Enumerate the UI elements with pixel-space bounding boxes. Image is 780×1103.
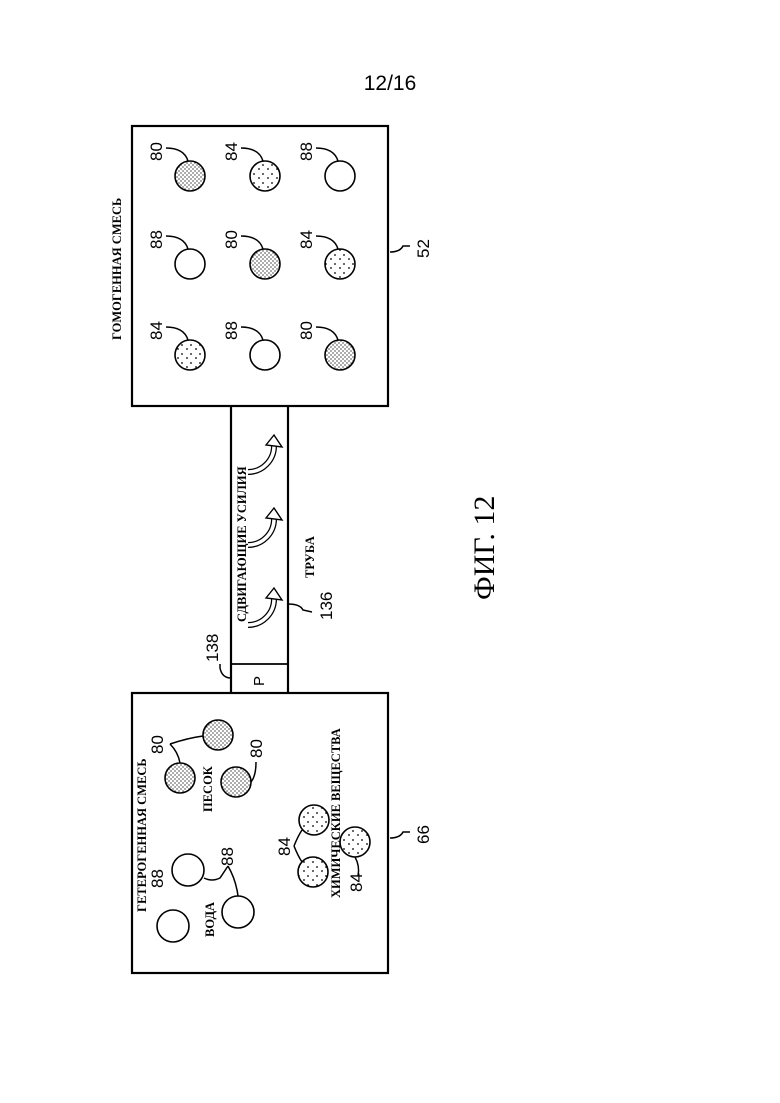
particle-ref: 80 — [222, 230, 241, 249]
particle-leader — [166, 327, 188, 340]
sand-particle — [221, 767, 251, 797]
homogeneous-ref-leader — [390, 246, 410, 252]
particle-ref: 80 — [297, 321, 316, 340]
water-particle — [172, 854, 204, 886]
pump-ref: 138 — [203, 634, 222, 662]
particle-leader — [316, 327, 338, 340]
particle-leader — [166, 236, 188, 249]
particle-ref: 84 — [147, 321, 166, 340]
water-particle — [325, 161, 355, 191]
chemicals-label: ХИМИЧЕСКИЕ ВЕЩЕСТВА — [329, 728, 343, 898]
pipe: P 138 СДВИГАЮЩИЕ УСИЛИЯ ТРУБА 136 — [203, 406, 336, 693]
particle-leader — [316, 148, 338, 161]
chemical-particle — [340, 827, 370, 857]
chemical-ref: 84 — [275, 837, 294, 856]
sand-label: ПЕСОК — [201, 766, 215, 812]
water-particle — [250, 340, 280, 370]
chemical-leader — [294, 830, 302, 846]
particle-leader — [316, 236, 338, 249]
water-particle — [175, 249, 205, 279]
heterogeneous-ref-leader — [390, 832, 410, 838]
water-leader — [204, 866, 228, 880]
particle-leader — [241, 236, 263, 249]
pipe-ref: 136 — [317, 592, 336, 620]
pipe-ref-leader — [288, 604, 312, 612]
water-leader — [228, 866, 238, 896]
sand-particle — [250, 249, 280, 279]
sand-particle — [325, 340, 355, 370]
particle-leader — [166, 148, 188, 161]
chemical-particle — [250, 161, 280, 191]
water-label: ВОДА — [203, 902, 217, 937]
particle-ref: 88 — [147, 230, 166, 249]
chemical-leader — [294, 846, 302, 862]
heterogeneous-ref: 66 — [414, 825, 433, 844]
water-ref: 88 — [218, 847, 237, 866]
sand-ref: 80 — [247, 739, 266, 758]
sand-particle — [175, 161, 205, 191]
chemical-particle — [299, 805, 329, 835]
chemical-ref: 84 — [347, 873, 366, 892]
figure-caption: ФИГ. 12 — [468, 496, 501, 600]
particle-ref: 80 — [147, 142, 166, 161]
sand-leader — [251, 762, 256, 782]
shear-forces-label: СДВИГАЮЩИЕ УСИЛИЯ — [235, 466, 249, 622]
water-ref: 88 — [148, 869, 167, 888]
particle-ref: 84 — [222, 142, 241, 161]
chemical-particle — [175, 340, 205, 370]
particle-ref: 88 — [222, 321, 241, 340]
sand-particle — [165, 763, 195, 793]
chemical-particle — [325, 249, 355, 279]
sand-leader — [170, 736, 203, 744]
heterogeneous-title: ГЕТЕРОГЕННАЯ СМЕСЬ — [135, 758, 149, 912]
particle-leader — [241, 148, 263, 161]
water-particle — [222, 896, 254, 928]
shear-arrow — [248, 435, 282, 472]
pump-label: P — [251, 676, 268, 686]
homogeneous-mixture-box: ГОМОГЕННАЯ СМЕСЬ 52 84 88 80 88 80 84 80… — [110, 126, 433, 406]
shear-arrow — [248, 508, 282, 545]
pump-ref-leader — [220, 664, 231, 678]
pipe-label: ТРУБА — [303, 536, 317, 578]
particle-leader — [241, 327, 263, 340]
homogeneous-ref: 52 — [414, 239, 433, 258]
heterogeneous-mixture-box: ГЕТЕРОГЕННАЯ СМЕСЬ 66 ВОДА 88 88 ПЕСОК 8… — [132, 693, 433, 973]
particle-ref: 84 — [297, 230, 316, 249]
particle-ref: 88 — [297, 142, 316, 161]
water-particle — [157, 910, 189, 942]
sand-ref: 80 — [148, 735, 167, 754]
sand-particle — [203, 720, 233, 750]
sand-leader — [170, 744, 180, 763]
shear-arrow — [248, 588, 282, 625]
homogeneous-title: ГОМОГЕННАЯ СМЕСЬ — [110, 198, 124, 340]
